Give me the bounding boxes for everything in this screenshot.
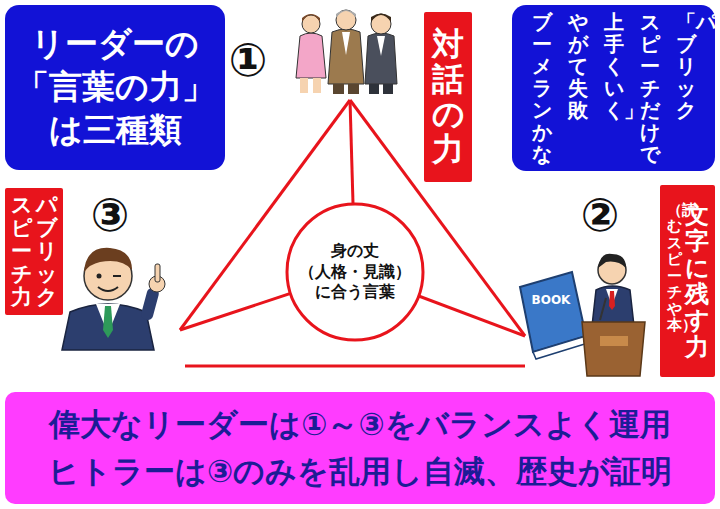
person-leg [383,84,393,94]
callout-number: ① [229,37,268,83]
note-box: 「パブリック スピーチだけで 上手くいく」 やがて失敗 ブーメランかな [512,5,715,171]
triangle-base [185,365,525,368]
person-shirt [342,32,350,55]
node-text: ヒトラーは③のみを乱用し自滅、歴史が証明 [48,453,672,490]
text-group: 偉大なリーダーは①～③をバランスよく運用ヒトラーは③のみを乱用し自滅、歴史が証明 [48,406,672,490]
text-group: リーダーの 「言葉の力」 は三種類 [16,23,215,152]
podium [582,322,645,376]
text-group: 文字に残す力（読むスピーチや本） [667,202,709,360]
callout-number: ② [581,192,620,238]
person-leg [313,78,321,93]
mouth [98,287,118,291]
node-text: リーダーの 「言葉の力」 は三種類 [16,23,215,152]
label-box: 文字に残す力（読むスピーチや本） [660,185,715,377]
text-line: リーダーの [31,23,199,66]
person-body [328,29,364,84]
text-line: は三種類 [49,109,182,152]
summary-band: 偉大なリーダーは①～③をバランスよく運用ヒトラーは③のみを乱用し自滅、歴史が証明 [5,392,715,504]
eye [113,275,121,277]
text-column: スピーチ力 [11,194,32,309]
text-group: 「パブリック スピーチだけで 上手くいく」 やがて失敗 ブーメランかな [532,11,696,165]
node-text: （読むスピーチや本） [667,202,682,334]
node-text: 「パブリック スピーチだけで 上手くいく」 やがて失敗 ブーメランかな [532,11,696,165]
text-column: 「パブリック [676,11,696,121]
node-text: 文字に残す力 [685,202,709,360]
label-box: パブリック スピーチ力 [5,188,63,315]
text-column: 上手くいく」 [604,11,624,121]
person-hair [336,10,356,18]
person-hair [302,14,320,22]
finger [155,264,160,282]
center-circle: 身の丈 （人格・見識） に合う言葉 [285,202,425,342]
title-box: リーダーの 「言葉の力」 は三種類 [5,5,225,170]
book-pages [533,336,588,359]
person-head [336,10,356,30]
person-body [365,33,397,84]
text-column: ブーメランかな [532,11,552,165]
person-hair [371,14,391,23]
text-column: スピーチだけで [640,11,660,165]
node-text: 対話の力 [432,27,464,168]
person-leg [333,84,344,94]
node-text: パブリック スピーチ力 [11,194,57,309]
microphone [600,298,606,320]
eye [97,274,102,279]
text-line: 「言葉の力」 [16,66,215,109]
triangle-lines [180,100,525,366]
person-body [296,33,326,78]
node-text: 偉大なリーダーは①～③をバランスよく運用 [49,406,671,443]
person-leg [369,84,379,94]
person-head [371,14,391,34]
hair [598,254,626,268]
tie [609,291,615,310]
pointing-man [62,248,165,350]
node-text: 身の丈 （人格・見識） に合う言葉 [299,241,411,303]
suit [62,304,154,350]
text-line: に合う言葉 [315,282,395,303]
suit [592,286,634,326]
dialogue-people [296,10,397,94]
label-box: 対話の力 [424,12,472,182]
text-column: パブリック [36,194,57,309]
speaker-with-book [520,254,645,376]
person-leg [348,84,359,94]
podium-plate [600,336,628,346]
person-shirt [377,36,385,56]
text-column: やがて失敗 [568,11,588,121]
text-line: （人格・見識） [299,262,411,283]
hair [84,248,132,272]
tie [103,306,113,338]
text-line: 身の丈 [331,241,379,262]
callout-number: ③ [91,192,130,238]
text-group: パブリック スピーチ力 [11,194,57,309]
book-label: BOOK [532,294,571,306]
person-head [302,15,320,33]
person-leg [300,78,308,93]
text-group: 対話の力 [432,27,464,168]
text-group: 身の丈 （人格・見識） に合う言葉 [299,241,411,303]
circle-outline [287,204,423,340]
